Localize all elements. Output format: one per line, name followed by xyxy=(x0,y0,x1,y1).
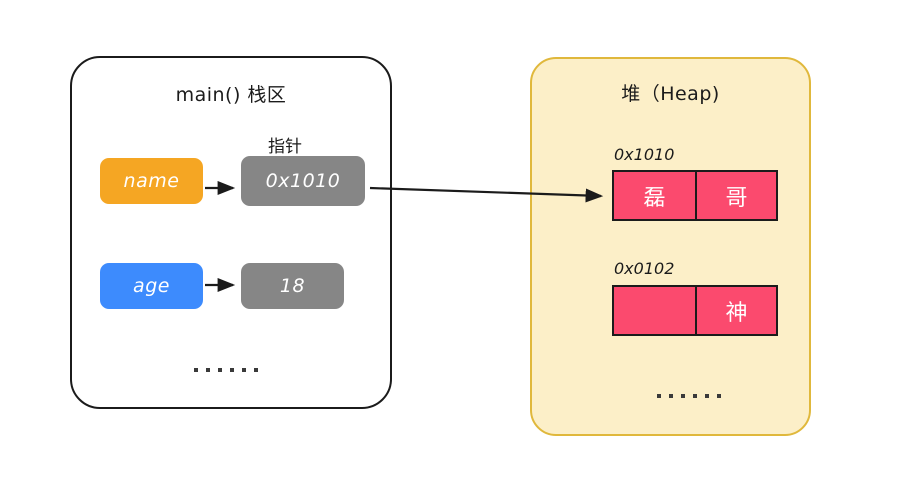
pointer-label: 指针 xyxy=(268,137,302,157)
heap-panel: 堆（Heap) 0x1010 磊 哥 0x0102 神 xyxy=(530,57,811,436)
heap-block-1: 磊 哥 xyxy=(612,170,778,221)
heap-cell: 神 xyxy=(695,287,776,334)
heap-cell xyxy=(614,287,695,334)
stack-age-value: 18 xyxy=(241,263,344,309)
stack-variable-name: name xyxy=(100,158,203,204)
heap-block-2: 神 xyxy=(612,285,778,336)
heap-address-label-2: 0x0102 xyxy=(614,259,675,278)
stack-ellipsis xyxy=(194,368,258,372)
stack-variable-age: age xyxy=(100,263,203,309)
heap-address-label-1: 0x1010 xyxy=(614,145,675,164)
heap-panel-title: 堆（Heap) xyxy=(621,83,720,105)
stack-panel-title: main() 栈区 xyxy=(175,84,287,106)
stack-panel: main() 栈区 指针 name 0x1010 age 18 xyxy=(70,56,392,409)
stack-pointer-value: 0x1010 xyxy=(241,156,365,206)
heap-ellipsis xyxy=(657,394,721,398)
heap-cell: 磊 xyxy=(614,172,695,219)
heap-cell: 哥 xyxy=(695,172,776,219)
